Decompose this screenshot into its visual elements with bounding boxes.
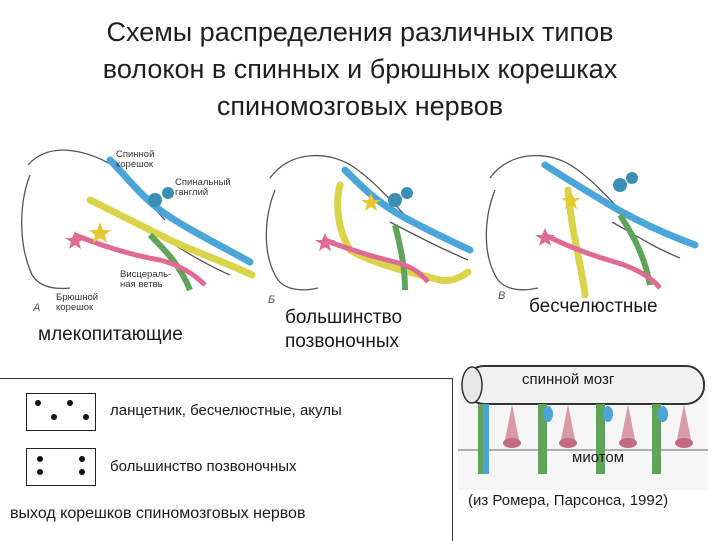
diagram-c-drawing xyxy=(485,154,699,299)
diagram-b-letter: Б xyxy=(268,294,276,306)
diagram-b-caption: большинство позвоночных xyxy=(285,307,403,352)
diagram-a-drawing xyxy=(21,149,256,292)
title-line-2: волокон в спинных и брюшных корешках xyxy=(102,54,618,84)
citation: (из Ромера, Парсонса, 1992) xyxy=(468,492,669,509)
label-visceral-branch: Висцераль- ная ветвь xyxy=(120,269,172,290)
legend-footer: выход корешков спиномозговых нервов xyxy=(10,505,306,522)
diagram-a-caption: млекопитающие xyxy=(38,324,183,345)
spinal-cord-drawing xyxy=(458,365,708,490)
legend-panel xyxy=(0,378,453,541)
diagram-a-letter: А xyxy=(33,302,41,314)
label-ventral-root: Брюшной корешок xyxy=(56,292,99,313)
root-group-3 xyxy=(596,404,637,474)
diagram-b-drawing xyxy=(265,154,474,291)
diagram-c-caption: бесчелюстные xyxy=(529,296,658,317)
root-group-4 xyxy=(652,404,693,474)
slide-title: Схемы распределения различных типов воло… xyxy=(40,14,680,125)
legend-row-2-text: большинство позвоночных xyxy=(110,458,297,475)
title-line-1: Схемы распределения различных типов xyxy=(106,17,614,47)
label-spinal-ganglion: Спинальный ганглий xyxy=(175,177,231,198)
title-line-3: спиномозговых нервов xyxy=(216,91,504,121)
legend-dots-paired xyxy=(26,448,96,486)
root-group-2 xyxy=(538,404,577,474)
label-dorsal-root: Спинной корешок xyxy=(116,149,155,170)
myotome-label: миотом xyxy=(572,449,625,466)
root-group-1 xyxy=(478,404,521,474)
legend-dots-alternating xyxy=(26,393,96,431)
legend-row-1-text: ланцетник, бесчелюстные, акулы xyxy=(110,402,342,419)
diagram-c-letter: В xyxy=(498,290,506,302)
spinal-cord-label: спинной мозг xyxy=(522,371,615,388)
